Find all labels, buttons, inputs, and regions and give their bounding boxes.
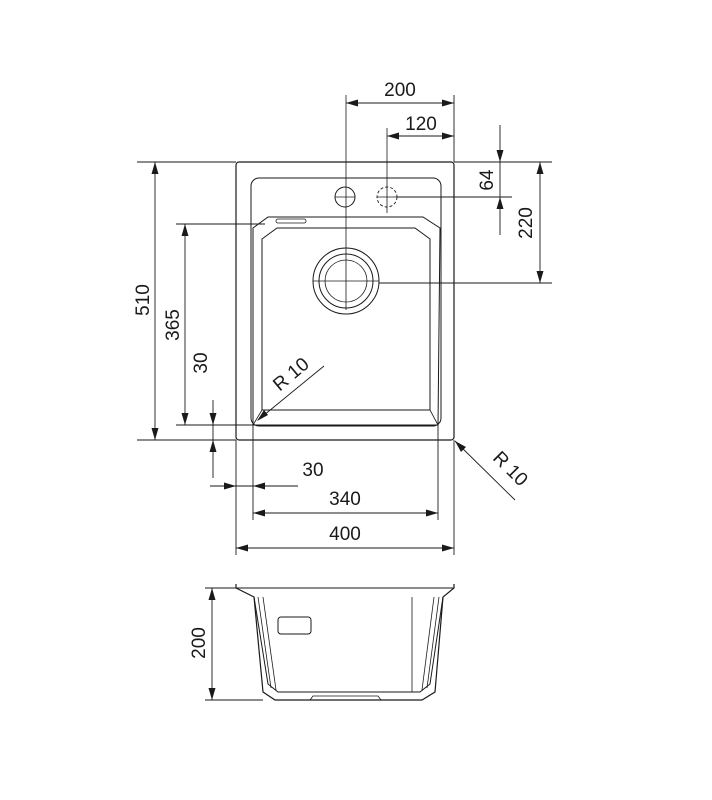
- section-outer-outline: [235, 584, 455, 701]
- overflow-slot: [275, 218, 307, 224]
- section-overflow-slot: [277, 616, 312, 635]
- dim-label-tap-hole-offset: 120: [405, 114, 437, 135]
- dim-label-rim-front: 30: [191, 352, 212, 373]
- section-inner-outline: [253, 596, 444, 693]
- dim-label-rim-side: 30: [302, 460, 323, 481]
- dim-label-overall-length: 510: [133, 284, 154, 316]
- radius-label-outer: R 10: [488, 447, 531, 490]
- dimension-lines: [137, 95, 552, 555]
- top-view: [235, 95, 455, 441]
- dim-label-bowl-width: 340: [329, 489, 361, 510]
- dim-label-tap-offset: 200: [384, 80, 416, 101]
- dim-label-drain-depth: 220: [516, 207, 537, 239]
- sink-outer-outline: [235, 161, 455, 441]
- radius-label-inner: R 10: [269, 354, 313, 396]
- dim-label-bowl-depth: 200: [189, 627, 210, 659]
- dim-label-overall-width: 400: [329, 524, 361, 545]
- dim-label-bowl-length: 365: [163, 309, 184, 341]
- section-view: [205, 584, 455, 701]
- dim-label-tap-depth: 64: [477, 169, 498, 191]
